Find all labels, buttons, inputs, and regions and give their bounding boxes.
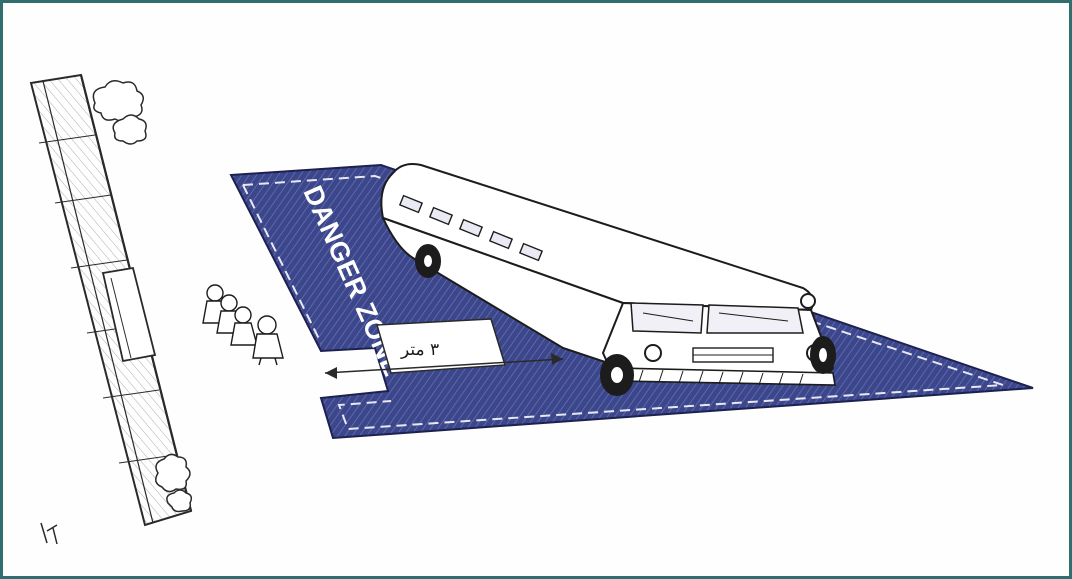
- distance-label: ٣ متر: [400, 340, 439, 360]
- school-bus-danger-zone-scene: DANGER ZONE ٣ متر: [3, 3, 1069, 576]
- bush-top: [93, 81, 146, 144]
- signature-mark: [41, 523, 57, 544]
- children-group: [203, 285, 283, 365]
